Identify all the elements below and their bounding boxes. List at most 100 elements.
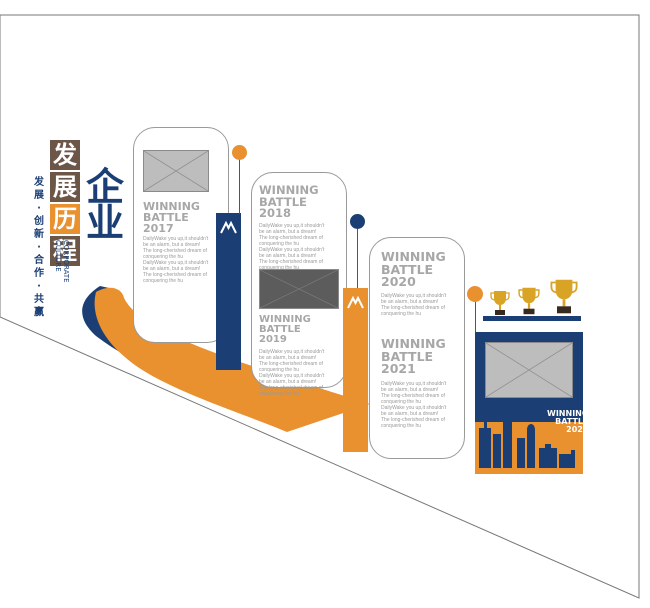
tagline-part: 共赢 [34,294,44,318]
text-line: conquering the hu [259,265,300,271]
orange-post [343,288,368,452]
title-line: 2017 [143,222,174,235]
milestone-card-2018: WINNING BATTLE 2018 DailyWake you up,it … [251,172,347,397]
corp-en-line: CORPORATE [62,240,70,283]
text-line: be an alarm, but a dream! [381,387,439,393]
title-line: BATTLE [259,324,301,335]
text-line: DailyWake you up,it shouldn't [259,247,325,253]
tagline-part: 创新 [34,216,44,240]
placeholder-cross-icon [144,151,208,191]
text-line: DailyWake you up,it shouldn't [143,260,209,266]
display-panel: WINNING BATTLE 2020 [475,332,583,474]
title-line: WINNING [143,200,200,213]
text-line: DailyWake you up,it shouldn't [259,373,325,379]
text-line: The long-cherished dream of [259,385,323,391]
tagline-dot: · [37,281,41,292]
text-line: DailyWake you up,it shouldn't [381,381,447,387]
text-line: DailyWake you up,it shouldn't [259,349,325,355]
placeholder-cross-icon [486,343,572,397]
trophy-icon [518,287,540,315]
text-line: DailyWake you up,it shouldn't [381,405,447,411]
text-line: conquering the hu [259,391,300,397]
title-char-3: 历 [50,204,80,234]
title-line: 2018 [259,206,292,220]
milestone-text: DailyWake you up,it shouldn't be an alar… [381,381,446,429]
trophy-shelf [483,316,581,321]
text-line: be an alarm, but a dream! [259,253,317,259]
text-line: be an alarm, but a dream! [381,411,439,417]
trophy-icon [490,291,510,315]
photo-placeholder [485,342,573,398]
text-line: DailyWake you up,it shouldn't [259,223,325,229]
text-line: be an alarm, but a dream! [143,242,201,248]
tagline-part: 合作 [34,255,44,279]
tagline-dot: · [37,242,41,253]
title-char-1: 发 [50,140,80,170]
text-line: The long-cherished dream of [143,248,207,254]
title-char-4: 程 [50,236,80,266]
text-line: DailyWake you up,it shouldn't [381,293,447,299]
text-line: conquering the hu [381,311,422,317]
text-line: The long-cherished dream of [259,235,323,241]
text-line: be an alarm, but a dream! [259,379,317,385]
corp-char-2: 业 [86,201,125,245]
milestone-title: WINNING BATTLE 2020 [381,249,446,289]
corp-char-1: 企 [86,165,125,209]
text-line: The long-cherished dream of [381,305,445,311]
text-line: be an alarm, but a dream! [259,229,317,235]
milestone-text: DailyWake you up,it shouldn't be an alar… [259,349,324,397]
title-line: BATTLE [381,261,434,277]
text-line: The long-cherished dream of [381,393,445,399]
title-line: 2020 [381,274,416,289]
title-char-2: 展 [50,172,80,202]
orange-dot [232,145,247,160]
text-line: conquering the hu [143,278,184,284]
title-line: BATTLE [259,194,307,209]
navy-dot [350,214,365,229]
title-line: 2019 [259,334,287,345]
text-line: be an alarm, but a dream! [259,355,317,361]
tagline: 发展 · 创新 · 合作 · 共赢 [32,176,46,319]
text-line: conquering the hu [381,399,422,405]
milestone-text: DailyWake you up,it shouldn't be an alar… [259,223,324,271]
milestone-title: WINNING BATTLE 2017 [143,201,200,234]
corp-english: CORPORATE CULTURE [54,240,70,283]
connector-line [357,229,358,289]
tagline-part: 发展 [34,177,44,201]
title-line: WINNING [547,409,583,418]
title-line: WINNING [259,183,319,197]
photo-placeholder [259,269,339,309]
milestone-card-2020: WINNING BATTLE 2020 DailyWake you up,it … [369,237,465,459]
title-line: WINNING [259,314,311,325]
tagline-dot: · [37,203,41,214]
photo-placeholder [143,150,209,192]
navy-post [216,213,241,370]
milestone-title: WINNING BATTLE 2018 [259,183,319,220]
trophy-icon [550,279,578,314]
text-line: conquering the hu [259,367,300,373]
text-line: conquering the hu [381,423,422,429]
placeholder-cross-icon [260,270,338,308]
corp-en-line: CULTURE [54,240,62,272]
text-line: The long-cherished dream of [259,259,323,265]
panel-title: WINNING BATTLE 2020 [547,410,583,434]
text-line: The long-cherished dream of [259,361,323,367]
title-line: WINNING [381,336,446,351]
orange-dot [467,286,483,302]
text-line: conquering the hu [259,241,300,247]
text-line: DailyWake you up,it shouldn't [143,236,209,242]
milestone-title: WINNING BATTLE 2019 [259,315,311,345]
text-line: The long-cherished dream of [143,272,207,278]
mountain-logo-icon [220,220,237,234]
title-line: BATTLE [555,417,583,426]
text-line: The long-cherished dream of [381,417,445,423]
title-line: BATTLE [143,211,189,224]
text-line: be an alarm, but a dream! [143,266,201,272]
milestone-card-2017: WINNING BATTLE 2017 DailyWake you up,it … [133,127,229,343]
title-line: WINNING [381,249,446,264]
text-line: conquering the hu [143,254,184,260]
city-skyline [479,414,575,468]
text-line: be an alarm, but a dream! [381,299,439,305]
title-line: BATTLE [381,348,434,364]
connector-line [239,159,240,214]
